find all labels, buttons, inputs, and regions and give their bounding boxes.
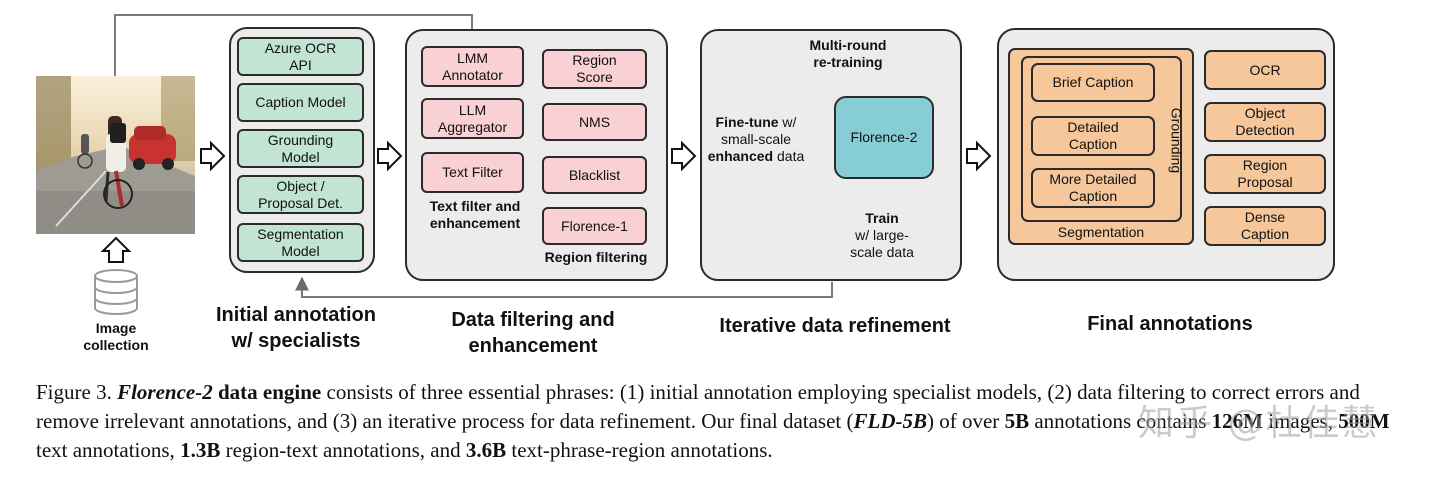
text-filter-label: Text filter and enhancement bbox=[429, 198, 521, 231]
text-filter-box: Text Filter bbox=[421, 152, 524, 193]
object-proposal-box: Object /Proposal Det. bbox=[237, 175, 364, 214]
watermark: 知乎 @杜佳慧 bbox=[1138, 403, 1380, 444]
database-icon bbox=[94, 269, 138, 315]
brief-caption-box: Brief Caption bbox=[1031, 63, 1155, 102]
ocr-box: OCR bbox=[1204, 50, 1326, 90]
florence1-box: Florence-1 bbox=[542, 207, 647, 245]
grounding-label: Grounding bbox=[1168, 107, 1185, 174]
multiround-label: Multi-round re-training bbox=[809, 37, 887, 70]
image-collection-label: Image collection bbox=[66, 320, 166, 354]
flow-arrow-2 bbox=[377, 140, 403, 172]
up-arrow bbox=[100, 236, 132, 263]
flow-arrow-3 bbox=[671, 140, 697, 172]
figure-caption: Figure 3. Florence-2 data engine consist… bbox=[36, 380, 1390, 462]
florence2-box: Florence-2 bbox=[834, 96, 934, 179]
stage1-title: Initial annotation w/ specialists bbox=[216, 304, 376, 352]
flow-arrow-1 bbox=[200, 140, 226, 172]
region-filtering-label: Region filtering bbox=[544, 249, 648, 265]
caption-model-box: Caption Model bbox=[237, 83, 364, 122]
image-label-line1: Image bbox=[95, 320, 137, 336]
stage2-title: Data filtering and enhancement bbox=[451, 309, 615, 357]
image-label-line2: collection bbox=[83, 337, 149, 353]
image-collection-photo bbox=[36, 76, 195, 234]
stage4-title: Final annotations bbox=[1087, 313, 1253, 335]
stage3-title: Iterative data refinement bbox=[719, 315, 951, 337]
nms-box: NMS bbox=[542, 103, 647, 141]
finetune-label: Fine-tune w/ small-scale enhanced data bbox=[707, 114, 805, 164]
train-label: Train w/ large- scale data bbox=[850, 210, 914, 260]
feedback-connector bbox=[295, 276, 833, 298]
photo-scene bbox=[36, 76, 195, 234]
flow-arrow-4 bbox=[966, 140, 992, 172]
blacklist-box: Blacklist bbox=[542, 156, 647, 194]
